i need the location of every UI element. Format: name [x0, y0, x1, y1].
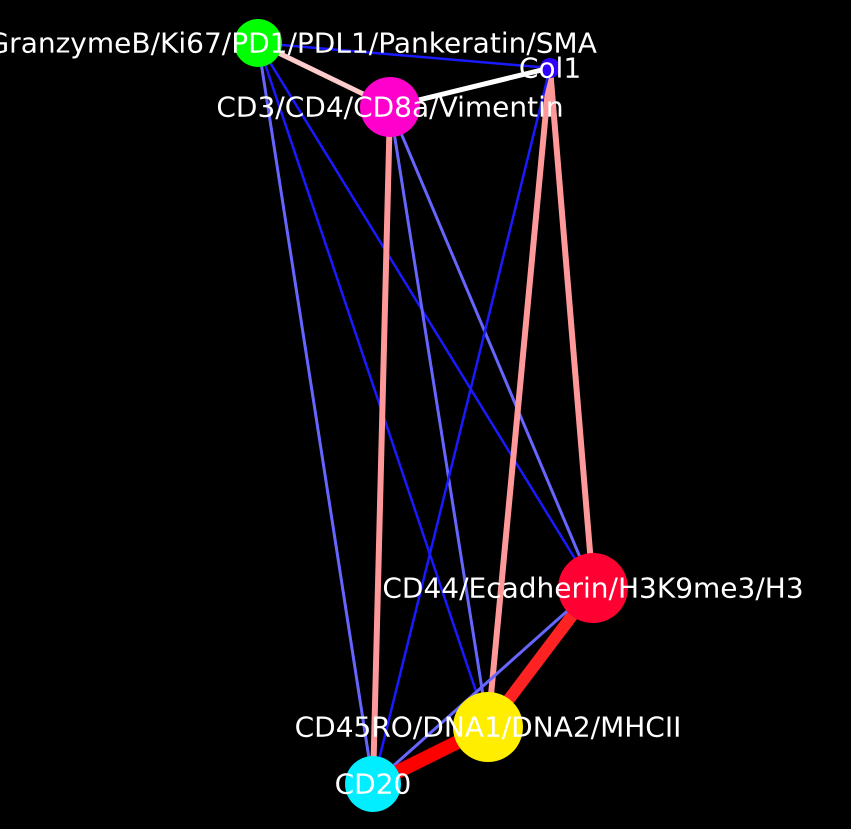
edge-n_magenta-n_yellow — [388, 105, 490, 729]
node-n_yellow[interactable] — [453, 692, 523, 762]
node-n_col1[interactable] — [540, 58, 560, 78]
edge-n_col1-n_yellow — [485, 65, 553, 730]
edge-n_col1-n_red — [547, 65, 596, 591]
node-n_green[interactable] — [234, 19, 282, 67]
edge-n_magenta-n_cyan — [370, 104, 393, 787]
edge-n_green-n_col1 — [256, 41, 552, 70]
node-n_red[interactable] — [558, 553, 628, 623]
edge-n_col1-n_cyan — [371, 66, 552, 786]
edge-n_green-n_cyan — [256, 41, 375, 786]
labels-layer: CD3/GranzymeB/Ki67/PD1/PDL1/Pankeratin/S… — [0, 27, 804, 801]
node-label-n_cyan: CD20 — [335, 768, 412, 801]
edge-n_red-n_cyan — [371, 586, 595, 786]
node-n_cyan[interactable] — [345, 756, 401, 812]
edge-n_green-n_red — [256, 41, 595, 590]
node-label-n_col1: Col1 — [519, 52, 581, 85]
edge-n_magenta-n_red — [388, 105, 595, 590]
node-n_magenta[interactable] — [360, 77, 420, 137]
node-label-n_yellow: CD45RO/DNA1/DNA2/MHCII — [295, 711, 682, 744]
nodes-layer — [234, 19, 628, 812]
edge-n_green-n_yellow — [256, 41, 490, 729]
node-label-n_red: CD44/Ecadherin/H3K9me3/H3 — [382, 572, 803, 605]
node-label-n_magenta: CD3/CD4/CD8a/Vimentin — [216, 91, 563, 124]
node-label-n_green: CD3/GranzymeB/Ki67/PD1/PDL1/Pankeratin/S… — [0, 27, 597, 60]
